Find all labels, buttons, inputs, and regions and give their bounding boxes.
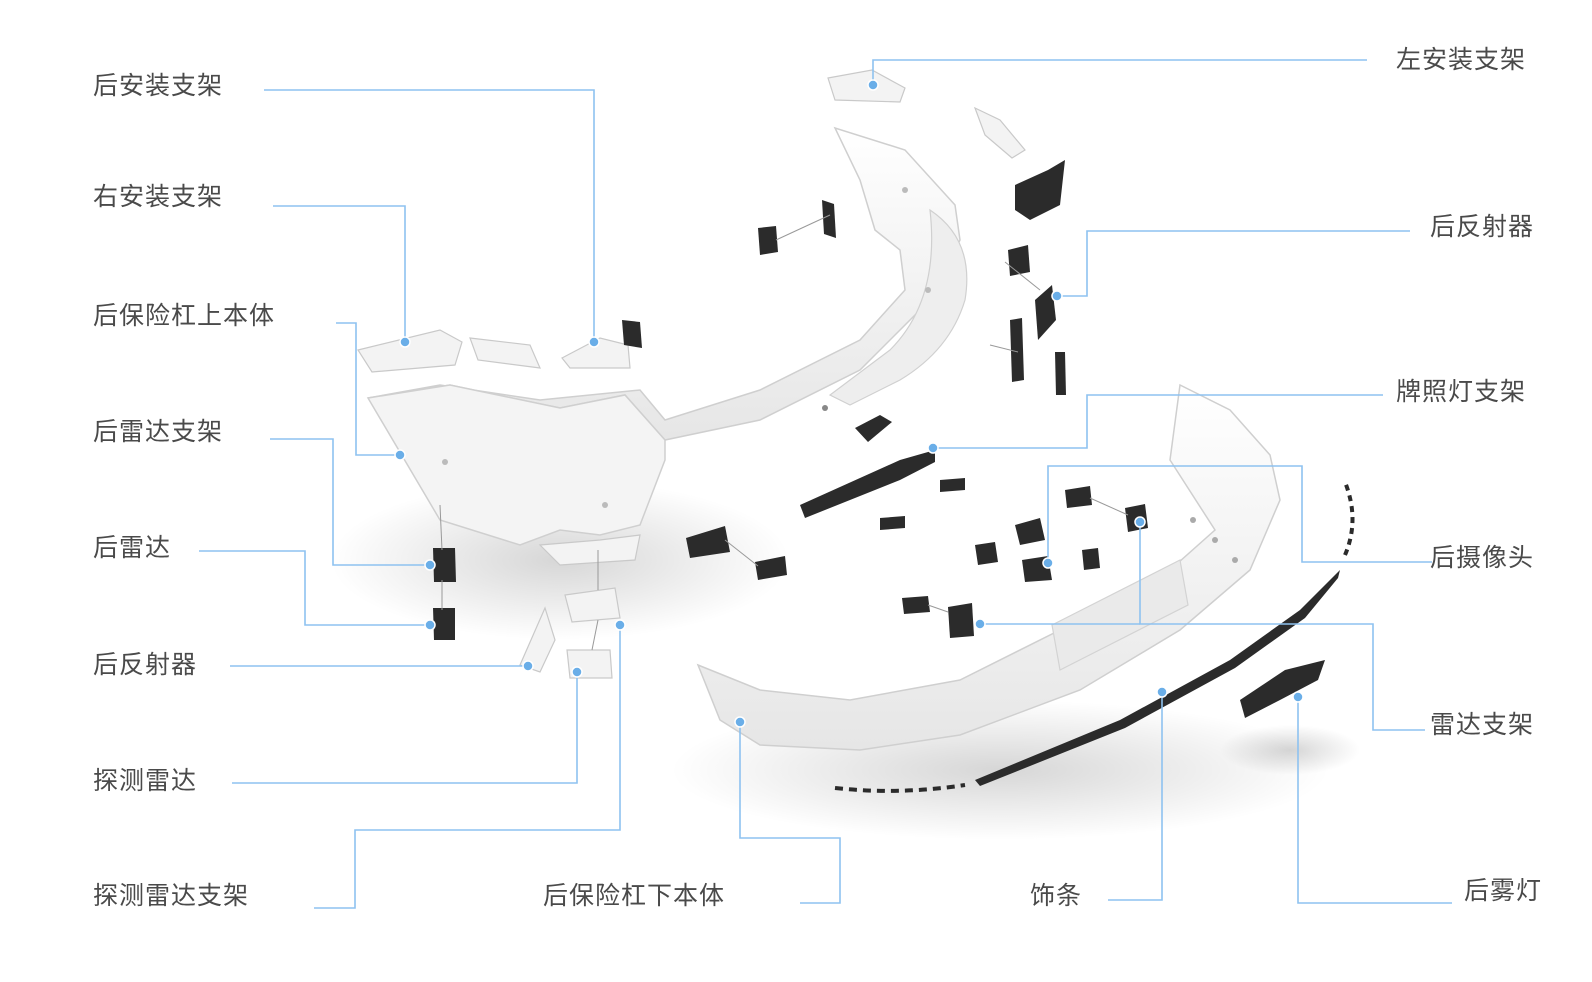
leader-upper-body xyxy=(336,322,400,456)
label-rear-radar: 后雷达 xyxy=(93,533,172,562)
label-rear-fog-lamp: 后雾灯 xyxy=(1464,876,1543,905)
label-rear-mount-bracket: 后安装支架 xyxy=(93,71,224,100)
leader-detection-radar xyxy=(232,672,578,784)
label-rear-radar-bracket: 后雷达支架 xyxy=(93,417,224,446)
leader-fog-lamp xyxy=(1297,697,1452,904)
label-rear-reflector-left: 后反射器 xyxy=(93,650,198,679)
leader-rear-radar xyxy=(199,550,430,626)
label-rear-reflector-right: 后反射器 xyxy=(1430,212,1535,241)
label-rear-camera: 后摄像头 xyxy=(1430,543,1535,572)
leader-right-mount-bracket xyxy=(273,205,406,342)
leader-rear-mount-bracket xyxy=(264,89,595,342)
leader-rear-reflector-right xyxy=(1057,230,1410,297)
label-lower-bumper-body: 后保险杠下本体 xyxy=(543,881,726,910)
upper-bumper-body xyxy=(366,126,968,546)
trim-strips xyxy=(834,481,1355,793)
lower-bumper-body xyxy=(696,383,1281,751)
leader-lower-body xyxy=(739,722,841,904)
leader-rear-camera xyxy=(1047,465,1432,563)
label-upper-bumper-body: 后保险杠上本体 xyxy=(93,301,276,330)
label-radar-bracket-right: 雷达支架 xyxy=(1430,710,1535,739)
label-detection-radar-bracket: 探测雷达支架 xyxy=(93,881,250,910)
label-detection-radar: 探测雷达 xyxy=(93,766,198,795)
dark-parts xyxy=(433,160,1325,718)
leader-dots xyxy=(394,79,1304,728)
label-left-mount-bracket: 左安装支架 xyxy=(1396,45,1527,74)
leader-license-lamp-bracket xyxy=(933,394,1383,449)
leader-detection-radar-bracket xyxy=(314,625,621,909)
leader-radar-bracket-right xyxy=(1139,522,1425,731)
light-parts xyxy=(357,69,1026,679)
label-right-mount-bracket: 右安装支架 xyxy=(93,182,224,211)
label-license-lamp-bracket: 牌照灯支架 xyxy=(1396,377,1527,406)
label-trim-strip: 饰条 xyxy=(1030,881,1083,910)
assembly-guides xyxy=(439,214,1129,651)
leader-trim-strip xyxy=(1108,692,1163,901)
leader-lines xyxy=(199,59,1452,909)
leader-left-mount-bracket xyxy=(872,59,1367,85)
leader-radar-bracket xyxy=(270,438,430,566)
